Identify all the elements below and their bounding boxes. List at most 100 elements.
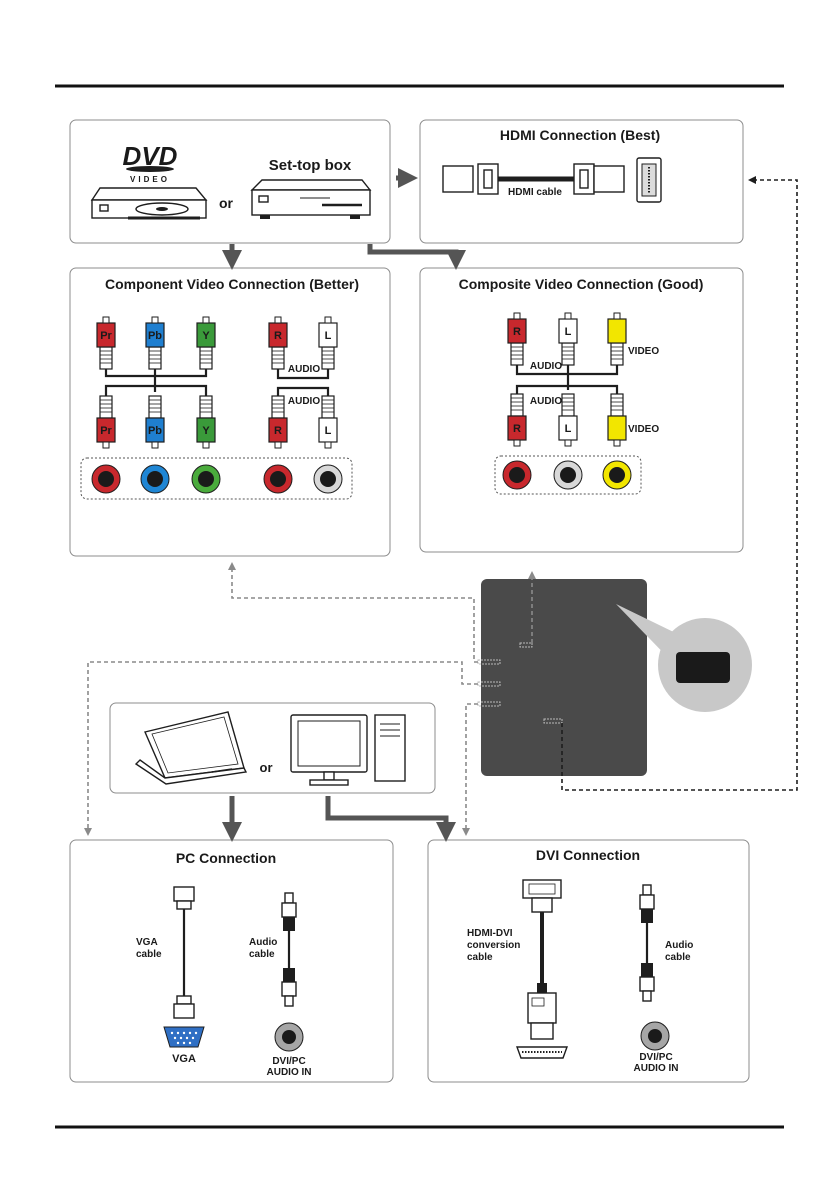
dvi-conversion-label-1: HDMI-DVI bbox=[467, 928, 513, 939]
dash-pc-to-tv bbox=[84, 661, 478, 836]
component-audio-label-bottom: AUDIO bbox=[288, 396, 320, 407]
vga-cable-label-1: VGA bbox=[136, 937, 158, 948]
composite-plug-bottom-3 bbox=[607, 393, 627, 447]
dvi-conversion-label-3: cable bbox=[467, 952, 493, 963]
composite-plug-bottom-1: R bbox=[507, 393, 527, 447]
component-plug-bottom-pr: Pr bbox=[96, 395, 116, 449]
vga-cable-label-2: cable bbox=[136, 949, 162, 960]
composite-plug-top-2-label: L bbox=[565, 326, 572, 338]
settop-label: Set-top box bbox=[269, 157, 352, 174]
composite-plug-bottom-2: L bbox=[558, 393, 578, 447]
hdmi-title: HDMI Connection (Best) bbox=[500, 127, 660, 143]
dash-dvi-to-tv bbox=[462, 703, 478, 836]
component-plug-bottom-y-label: Y bbox=[202, 425, 210, 437]
component-plug-bottom-r-label: R bbox=[274, 425, 282, 437]
composite-plugs: R R L L bbox=[507, 312, 627, 447]
component-audio-label-top: AUDIO bbox=[288, 364, 320, 375]
composite-panel bbox=[419, 267, 744, 553]
composite-jack-1 bbox=[502, 460, 532, 490]
composite-jack-3 bbox=[602, 460, 632, 490]
laptop bbox=[134, 711, 248, 785]
component-jack-l bbox=[313, 464, 343, 494]
arrow-to-composite bbox=[367, 244, 466, 270]
composite-plug-top-2: L bbox=[558, 312, 578, 366]
pc-audio-in-label-2: AUDIO IN bbox=[267, 1067, 312, 1078]
component-plug-top-pr: Pr bbox=[96, 316, 116, 370]
component-plug-top-pr-label: Pr bbox=[100, 330, 112, 342]
component-plug-top-y-label: Y bbox=[202, 330, 210, 342]
hdmi-port-icon bbox=[676, 652, 730, 683]
settop-box: Set-top box bbox=[250, 157, 372, 219]
component-jack-strip bbox=[80, 457, 353, 500]
pc-audio-cable-label-2: cable bbox=[249, 949, 275, 960]
composite-plug-bottom-2-label: L bbox=[565, 423, 572, 435]
dvd-player: DVD VIDEO bbox=[90, 141, 208, 220]
dvi-audio-cable-label-1: Audio bbox=[665, 940, 693, 951]
dvi-title: DVI Connection bbox=[536, 847, 640, 863]
composite-plug-top-1-label: R bbox=[513, 326, 521, 338]
pc-audio-cable-drawing bbox=[274, 892, 304, 1052]
composite-audio-label-bottom: AUDIO bbox=[530, 396, 562, 407]
vga-cable-drawing bbox=[163, 886, 205, 1048]
composite-audio-label-top: AUDIO bbox=[530, 361, 562, 372]
dvi-audio-cable-label-2: cable bbox=[665, 952, 691, 963]
dvi-audio-in-label-2: AUDIO IN bbox=[634, 1063, 679, 1074]
composite-jacks bbox=[502, 460, 632, 490]
hdmi-cable-drawing bbox=[442, 157, 662, 203]
component-plug-top-r: R bbox=[268, 316, 288, 370]
dvd-video-label: VIDEO bbox=[130, 175, 170, 184]
pc-audio-cable-label-1: Audio bbox=[249, 937, 277, 948]
dvi-audio-in-label-1: DVI/PC bbox=[639, 1052, 672, 1063]
composite-plug-top-1: R bbox=[507, 312, 527, 366]
component-audio-wire-top bbox=[276, 369, 330, 380]
dash-hdmi-to-tv bbox=[561, 176, 798, 791]
composite-plug-top-3 bbox=[607, 312, 627, 366]
component-jack-pb bbox=[140, 464, 170, 494]
arrow-to-dvi bbox=[325, 796, 456, 842]
dvi-conversion-label-2: conversion bbox=[467, 940, 520, 951]
composite-wires bbox=[515, 365, 619, 394]
component-plug-top-l: L bbox=[318, 316, 338, 370]
component-jack-pr bbox=[91, 464, 121, 494]
dash-component-to-tv bbox=[228, 562, 478, 663]
component-audio-wire-bottom bbox=[276, 386, 330, 396]
component-plug-bottom-l-label: L bbox=[325, 425, 332, 437]
composite-title: Composite Video Connection (Good) bbox=[459, 276, 704, 292]
component-plug-top-pb: Pb bbox=[145, 316, 165, 370]
composite-video-label-bottom: VIDEO bbox=[628, 424, 659, 435]
component-plug-bottom-pb-label: Pb bbox=[148, 425, 162, 437]
dvi-audio-cable-drawing bbox=[639, 884, 670, 1051]
pc-audio-in-label-1: DVI/PC bbox=[272, 1056, 305, 1067]
component-plug-bottom-y: Y bbox=[196, 395, 216, 449]
dvi-cable-drawing bbox=[516, 879, 568, 1059]
source-or-label: or bbox=[219, 195, 234, 211]
composite-video-label-top: VIDEO bbox=[628, 346, 659, 357]
component-video-wires bbox=[104, 369, 208, 396]
component-jack-r bbox=[263, 464, 293, 494]
composite-jack-strip bbox=[494, 455, 642, 495]
component-jacks bbox=[91, 464, 343, 494]
component-panel bbox=[69, 267, 391, 557]
vga-port-label: VGA bbox=[172, 1053, 196, 1065]
component-jack-y bbox=[191, 464, 221, 494]
component-plug-bottom-r: R bbox=[268, 395, 288, 449]
pc-title: PC Connection bbox=[176, 850, 276, 866]
component-title: Component Video Connection (Better) bbox=[105, 276, 359, 292]
component-plug-top-l-label: L bbox=[325, 330, 332, 342]
desktop-computer bbox=[290, 714, 406, 786]
composite-plug-bottom-1-label: R bbox=[513, 423, 521, 435]
component-plug-top-y: Y bbox=[196, 316, 216, 370]
component-plug-bottom-l: L bbox=[318, 395, 338, 449]
computers-or-label: or bbox=[260, 760, 273, 775]
hdmi-cable-label: HDMI cable bbox=[508, 187, 562, 198]
component-plug-bottom-pr-label: Pr bbox=[100, 425, 112, 437]
component-plug-bottom-pb: Pb bbox=[145, 395, 165, 449]
composite-jack-2 bbox=[553, 460, 583, 490]
component-plug-top-pb-label: Pb bbox=[148, 330, 162, 342]
pc-panel bbox=[69, 839, 394, 1083]
dvi-panel bbox=[427, 839, 750, 1083]
dvd-logo: DVD bbox=[123, 141, 178, 171]
tv-back-panel bbox=[481, 579, 647, 776]
